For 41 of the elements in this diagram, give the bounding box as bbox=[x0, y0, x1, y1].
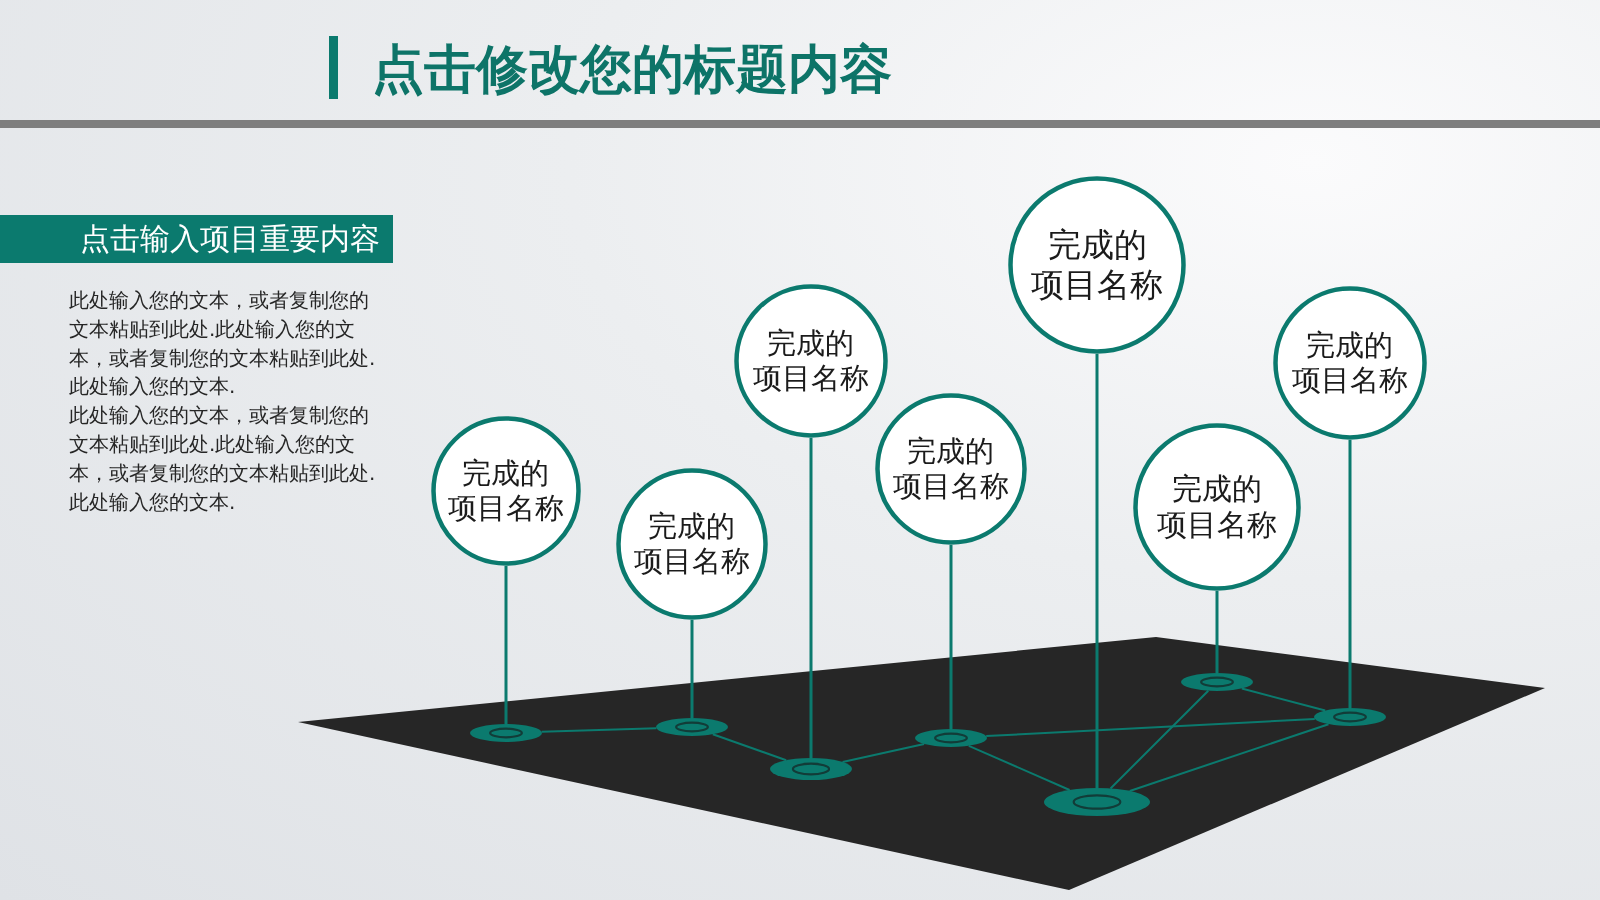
pole-line bbox=[949, 545, 953, 729]
circle-label: 完成的项目名称 bbox=[447, 456, 565, 526]
project-circle bbox=[875, 393, 1027, 545]
circle-label: 完成的项目名称 bbox=[752, 326, 870, 396]
connector-line bbox=[985, 717, 1316, 738]
ground-marker bbox=[1044, 788, 1150, 816]
pole-line bbox=[1348, 440, 1352, 708]
project-circle bbox=[616, 468, 768, 620]
connector-line bbox=[967, 744, 1071, 791]
pole-line bbox=[504, 566, 508, 724]
connector-line bbox=[841, 743, 926, 763]
project-circle bbox=[1008, 176, 1186, 354]
connector-line bbox=[540, 727, 658, 733]
circle-label: 完成的项目名称 bbox=[1291, 328, 1409, 398]
ground-marker bbox=[656, 718, 728, 736]
circle-label: 完成的项目名称 bbox=[1156, 471, 1278, 543]
pole-line bbox=[690, 620, 694, 718]
pole-line bbox=[1215, 591, 1219, 673]
connector-line bbox=[1109, 689, 1210, 790]
circle-label: 完成的项目名称 bbox=[1030, 225, 1164, 305]
connector-line bbox=[1128, 723, 1330, 792]
circle-label: 完成的项目名称 bbox=[633, 509, 751, 579]
project-circle bbox=[734, 284, 888, 438]
pole-line bbox=[809, 438, 813, 758]
ground-marker bbox=[470, 724, 542, 742]
project-circle bbox=[1133, 423, 1301, 591]
slide-title: 点击修改您的标题内容 bbox=[372, 41, 892, 99]
section-band bbox=[0, 215, 393, 263]
body-paragraph: 此处输入您的文本，或者复制您的文本粘贴到此处.此处输入您的文本，或者复制您的文本粘贴到此处.此处输入您的文本. bbox=[69, 287, 377, 401]
project-circle bbox=[431, 416, 581, 566]
ground-marker bbox=[915, 729, 987, 747]
section-heading: 点击输入项目重要内容 bbox=[80, 221, 380, 257]
ground-marker bbox=[770, 758, 852, 780]
pole-line bbox=[1095, 354, 1099, 788]
ground-marker bbox=[1314, 708, 1386, 726]
ground-marker bbox=[1181, 673, 1253, 691]
body-paragraph: 此处输入您的文本，或者复制您的文本粘贴到此处.此处输入您的文本，或者复制您的文本粘贴到此处.此处输入您的文本. bbox=[69, 402, 377, 516]
connector-line bbox=[1240, 687, 1327, 712]
project-circle bbox=[1273, 286, 1427, 440]
circle-label: 完成的项目名称 bbox=[892, 434, 1010, 504]
connector-line bbox=[711, 733, 788, 762]
